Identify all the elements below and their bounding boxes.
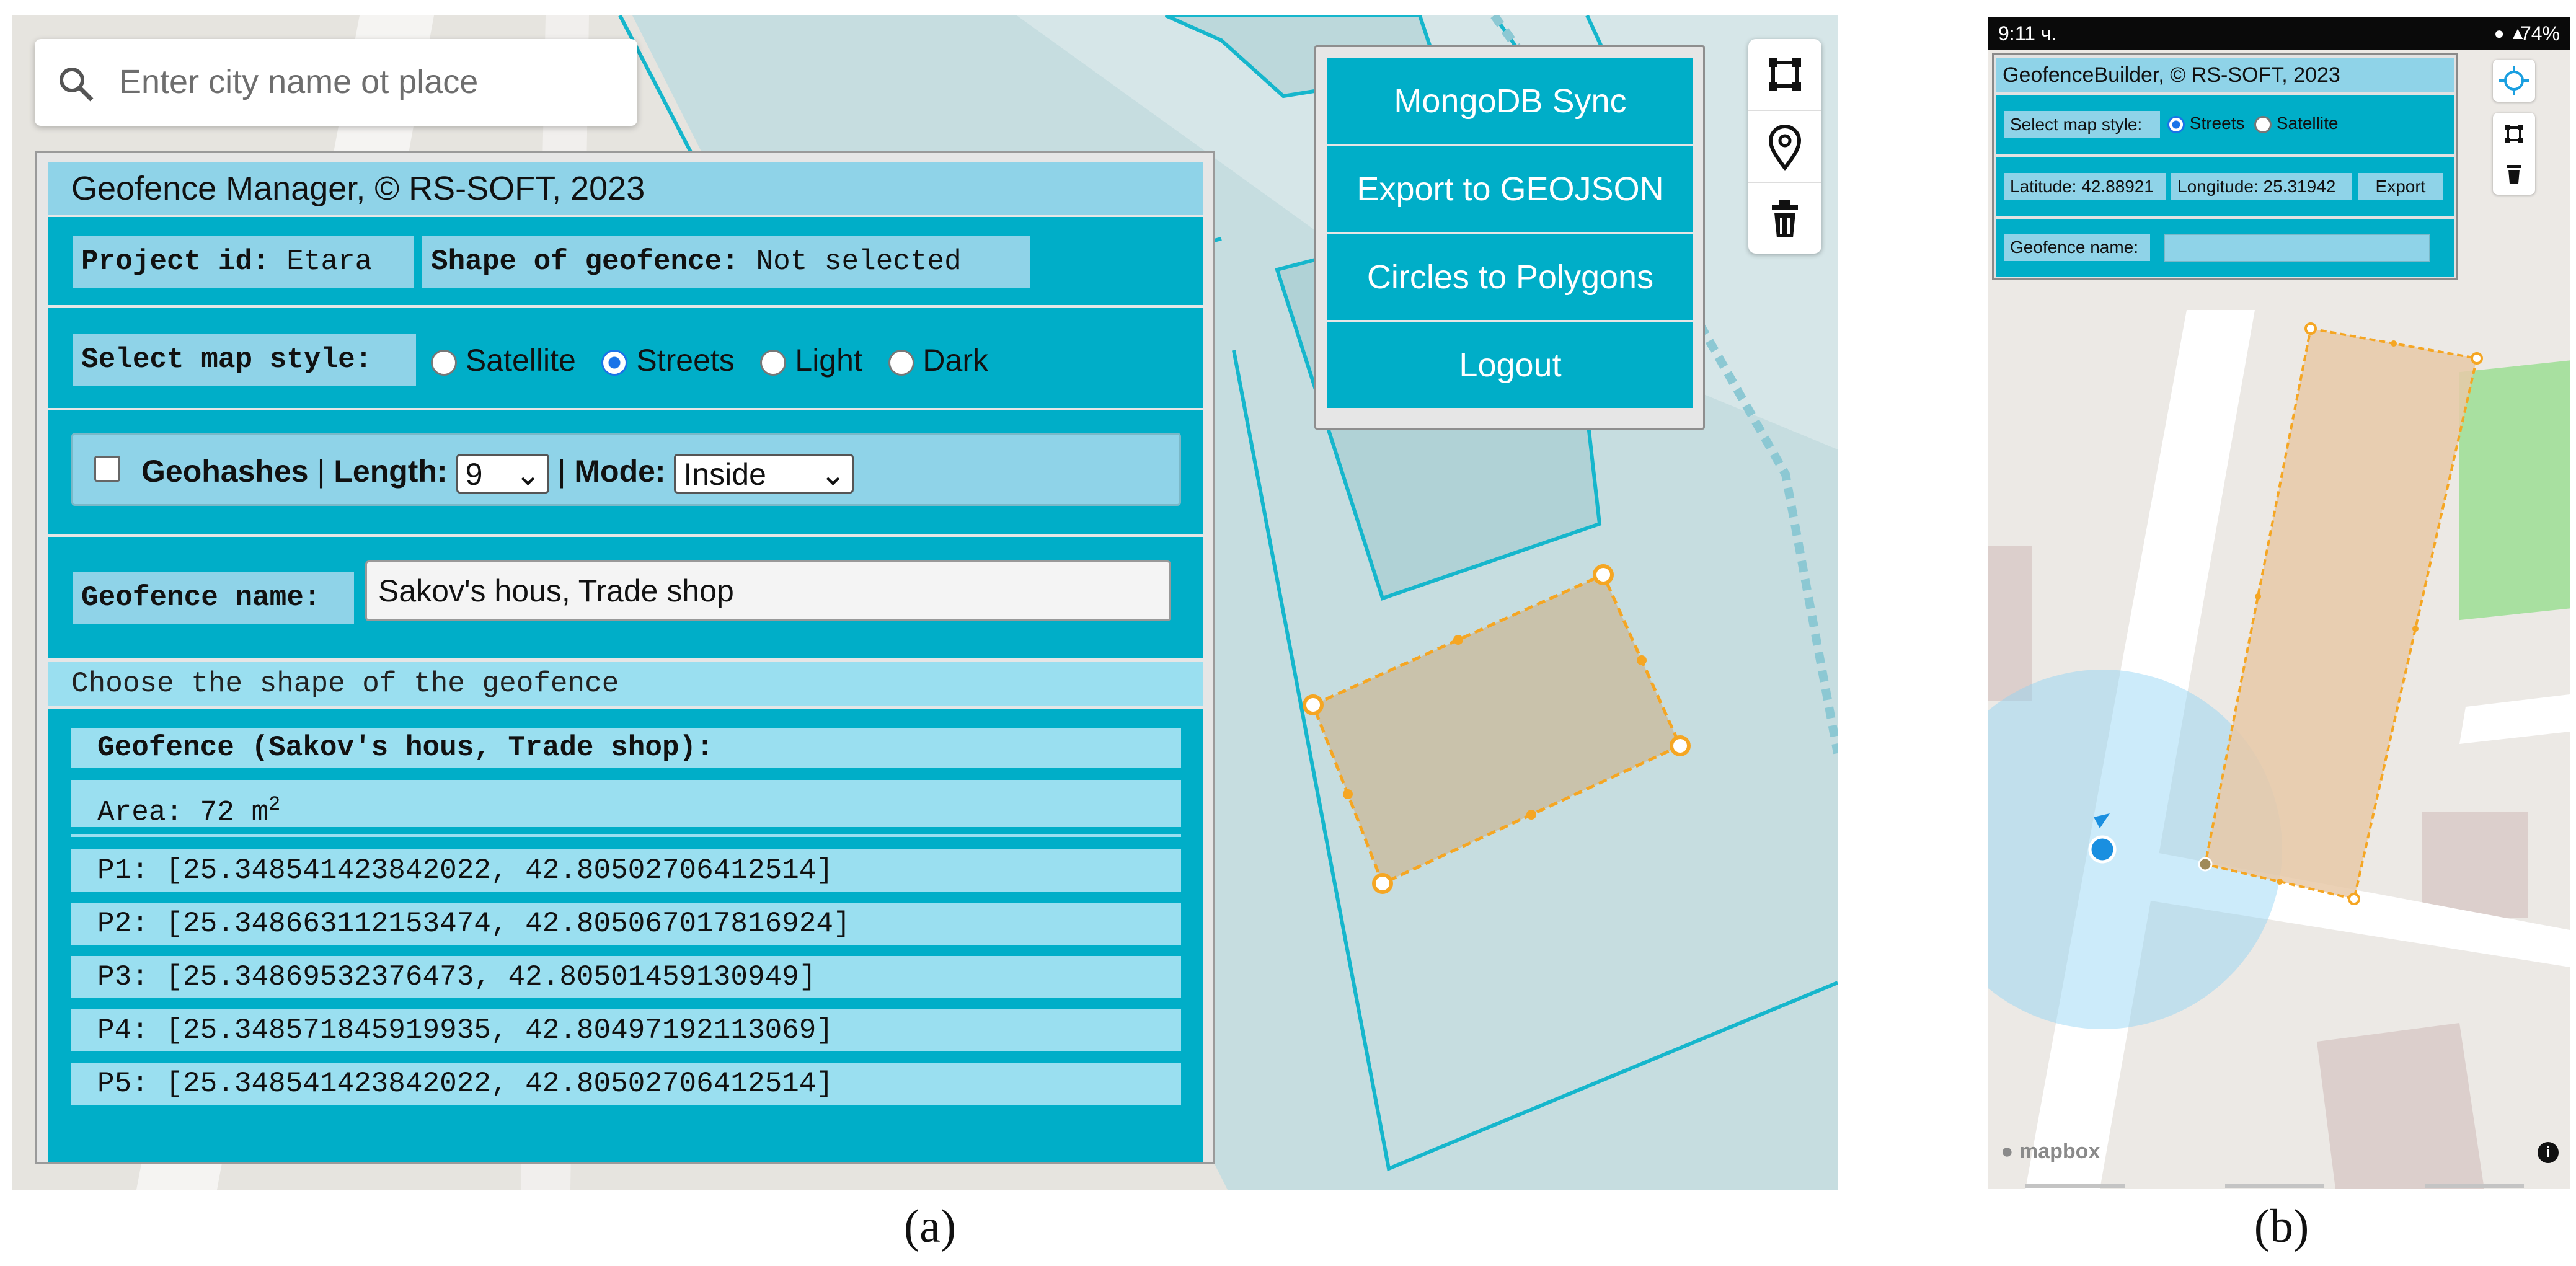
geofence-manager-panel: Geofence Manager, © RS-SOFT, 2023 Projec… — [35, 151, 1215, 1164]
geofence-info-area: Geofence (Sakov's hous, Trade shop): Are… — [48, 709, 1203, 1162]
caption-b: (b) — [2254, 1200, 2309, 1252]
chevron-down-icon: ⌄ — [515, 456, 541, 492]
mobile-map-style-label: Select map style: — [2004, 111, 2160, 138]
map-style-label: Select map style: — [73, 334, 416, 386]
point-row: P5: [25.348541423842022, 42.805027064125… — [71, 1063, 1181, 1105]
geofence-area: Area: 72 m2 — [71, 780, 1181, 828]
radio-streets[interactable] — [601, 349, 628, 376]
radio-dark[interactable] — [888, 349, 914, 376]
battery-level: 74% — [2520, 22, 2560, 45]
point-row: P3: [25.34869532376473, 42.8050145913094… — [71, 956, 1181, 998]
length-select[interactable]: 9 ⌄ — [456, 453, 549, 494]
trash-icon[interactable] — [2493, 154, 2535, 195]
chevron-down-icon: ⌄ — [820, 456, 846, 492]
polygon-tool-icon[interactable] — [2493, 113, 2535, 154]
search-box[interactable]: Enter city name ot place — [35, 39, 637, 126]
longitude-readout: Longitude: 25.31942 — [2171, 173, 2352, 200]
project-info-row: Project id: Etara Shape of geofence: Not… — [48, 217, 1203, 305]
radio-light[interactable] — [760, 349, 787, 376]
desktop-map-panel[interactable]: Enter city name ot place Geofence Manage… — [12, 15, 1838, 1190]
status-time: 9:11 ч. — [1998, 22, 2057, 45]
export-button[interactable]: Export — [2358, 173, 2443, 200]
action-menu: MongoDB Sync Export to GEOJSON Circles t… — [1314, 45, 1705, 430]
map-style-options: Satellite Streets Light Dark — [431, 339, 988, 382]
divider — [71, 834, 1181, 837]
trash-icon[interactable] — [1748, 183, 1821, 254]
mobile-geofence-name-label: Geofence name: — [2004, 234, 2150, 261]
mapbox-logo: ● mapbox — [2001, 1140, 2100, 1163]
geohashes-checkbox[interactable] — [94, 456, 120, 482]
project-id: Project id: Etara — [73, 236, 414, 288]
geofence-name-input[interactable]: Sakov's hous, Trade shop — [365, 560, 1171, 621]
shape-of-geofence: Shape of geofence: Not selected — [422, 236, 1030, 288]
geolocate-icon[interactable] — [2493, 60, 2535, 102]
geofence-name-row: Geofence name: Sakov's hous, Trade shop — [48, 537, 1203, 658]
panel-title: Geofence Manager, © RS-SOFT, 2023 — [48, 162, 1203, 215]
marker-icon[interactable] — [1748, 111, 1821, 183]
status-bar: 9:11 ч. ● ▲ 74% — [1988, 17, 2570, 50]
mobile-panel-title: GeofenceBuilder, © RS-SOFT, 2023 — [1996, 58, 2454, 92]
mobile-coords-row: Latitude: 42.88921 Longitude: 25.31942 E… — [1996, 157, 2454, 216]
export-geojson-button[interactable]: Export to GEOJSON — [1327, 146, 1693, 232]
caption-a: (a) — [903, 1200, 957, 1252]
search-icon — [56, 64, 95, 107]
mobile-geofence-name-input[interactable] — [2164, 234, 2430, 262]
map-style-row: Select map style: Satellite Streets Ligh… — [48, 308, 1203, 408]
polygon-tool-icon[interactable] — [1748, 39, 1821, 111]
draw-toolbar — [1748, 39, 1821, 254]
mobile-map-style-row: Select map style: Streets Satellite — [1996, 95, 2454, 154]
point-row: P1: [25.348541423842022, 42.805027064125… — [71, 849, 1181, 892]
geohashes-box: Geohashes | Length: 9 ⌄ | Mode: Inside ⌄ — [71, 433, 1181, 506]
mobile-map-style-options: Streets Satellite — [2167, 110, 2338, 137]
mapbox-icon: ● — [2001, 1140, 2014, 1163]
mobile-builder-panel: GeofenceBuilder, © RS-SOFT, 2023 Select … — [1992, 53, 2458, 280]
mobile-map-panel[interactable]: 9:11 ч. ● ▲ 74% GeofenceBuilder, © RS-SO… — [1988, 17, 2570, 1189]
geohashes-row: Geohashes | Length: 9 ⌄ | Mode: Inside ⌄ — [48, 410, 1203, 534]
circles-to-polygons-button[interactable]: Circles to Polygons — [1327, 234, 1693, 320]
logout-button[interactable]: Logout — [1327, 322, 1693, 408]
radio-satellite[interactable] — [431, 349, 457, 376]
mongodb-sync-button[interactable]: MongoDB Sync — [1327, 58, 1693, 144]
search-input[interactable]: Enter city name ot place — [119, 63, 479, 100]
signal-icon: ● ▲ — [2494, 24, 2526, 43]
mode-select[interactable]: Inside ⌄ — [674, 453, 854, 494]
radio-satellite[interactable] — [2254, 115, 2272, 133]
point-row: P2: [25.348663112153474, 42.805067017816… — [71, 903, 1181, 945]
info-icon[interactable]: i — [2538, 1142, 2559, 1163]
mobile-geofence-name-row: Geofence name: — [1996, 219, 2454, 277]
geofence-name-label: Geofence name: — [73, 572, 354, 624]
latitude-readout: Latitude: 42.88921 — [2004, 173, 2166, 200]
geofence-info-title: Geofence (Sakov's hous, Trade shop): — [71, 728, 1181, 768]
radio-streets[interactable] — [2167, 115, 2185, 133]
point-row: P4: [25.348571845919935, 42.804971921130… — [71, 1009, 1181, 1051]
choose-shape-hint: Choose the shape of the geofence — [48, 662, 1203, 706]
geohashes-controls: Geohashes | Length: 9 ⌄ | Mode: Inside ⌄ — [141, 449, 854, 494]
mobile-draw-toolbar — [2493, 113, 2535, 195]
